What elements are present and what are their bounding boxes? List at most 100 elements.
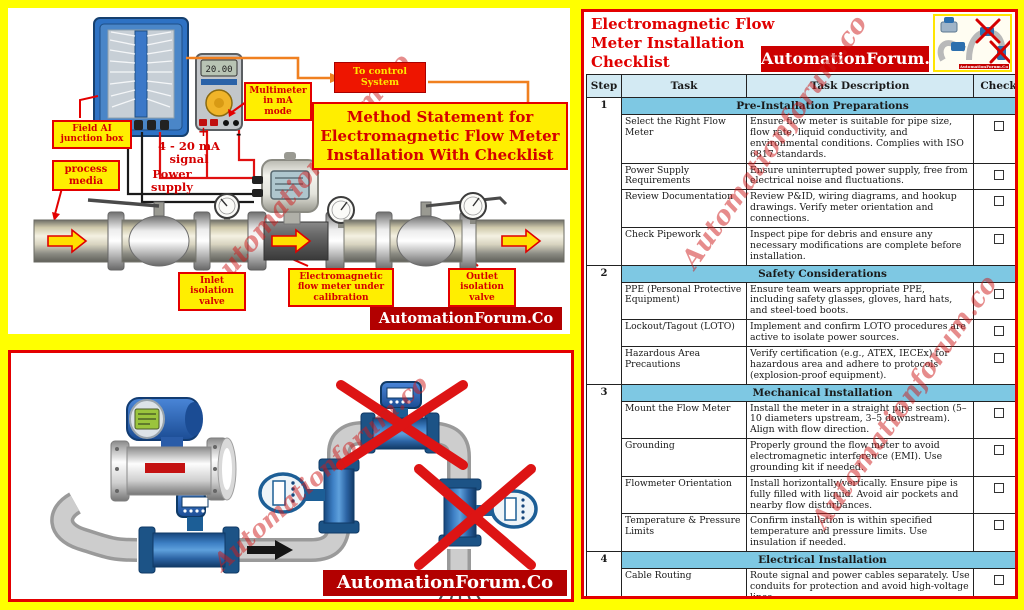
check-cell — [973, 281, 1015, 321]
section-title-cell: Safety Considerations — [621, 264, 1015, 283]
multimeter: 20.00 — [195, 53, 243, 131]
step-cell: 2 — [586, 264, 622, 385]
section-title-cell: Mechanical Installation — [621, 383, 1015, 402]
checkbox[interactable] — [993, 121, 1004, 131]
check-cell — [973, 513, 1015, 552]
col-task: Task — [621, 74, 747, 98]
logo: AutomationForum.Co — [933, 14, 1012, 72]
pressure-gauge-inlet — [214, 193, 240, 224]
checkbox[interactable] — [993, 482, 1004, 493]
inlet-isolation-valve — [87, 198, 211, 271]
flow-direction-arrows — [47, 228, 542, 254]
checkbox[interactable] — [993, 445, 1004, 456]
col-description: Task Description — [746, 74, 974, 98]
brand-banner-top: AutomationForum.Co — [370, 307, 562, 330]
check-cell — [973, 162, 1015, 191]
to-control-system-label: To control System — [334, 62, 426, 93]
svg-text:20.00: 20.00 — [205, 65, 232, 75]
flow-meter-photo — [110, 397, 237, 502]
desc-cell: Confirm installation is within specified… — [746, 513, 974, 552]
check-cell — [973, 319, 1015, 347]
checkbox[interactable] — [993, 407, 1004, 418]
step-cell: 4 — [586, 550, 622, 596]
task-cell: PPE (Personal Protective Equipment) — [621, 281, 747, 321]
checkbox[interactable] — [993, 288, 1004, 299]
checkbox[interactable] — [993, 520, 1004, 531]
checkbox[interactable] — [993, 575, 1004, 585]
minus-symbol: - — [236, 127, 242, 142]
installation-diagram: 20.00 — [33, 17, 566, 271]
inlet-valve-label: Inlet isolation valve — [178, 272, 246, 312]
task-cell: Temperature & Pressure Limits — [621, 513, 747, 552]
checkbox[interactable] — [993, 326, 1004, 337]
plus-symbol: + — [198, 125, 209, 140]
brand-banner-bottom: AutomationForum.Co — [323, 570, 567, 596]
pointer-arrow — [228, 109, 236, 117]
check-cell — [973, 438, 1015, 477]
task-row: PPE (Personal Protective Equipment)Ensur… — [587, 281, 1015, 321]
desc-cell: Verify certification (e.g., ATEX, IECEx)… — [746, 345, 974, 385]
section-title-cell: Pre-Installation Preparations — [621, 97, 1015, 115]
checkbox[interactable] — [993, 352, 1004, 363]
check-cell — [973, 114, 1015, 164]
correct-vertical-meter — [258, 458, 360, 534]
red-x-discharge — [414, 464, 536, 570]
outlet-isolation-valve — [375, 196, 508, 271]
signal-wires — [158, 130, 256, 180]
desc-cell: Ensure team wears appropriate PPE, inclu… — [746, 281, 974, 321]
logo-brand-tag: AutomationForum.Co — [958, 64, 1009, 69]
brand-box: AutomationForum.Co — [761, 46, 953, 72]
checkbox[interactable] — [993, 233, 1004, 244]
process-media-label: process media — [52, 160, 120, 191]
method-statement-panel: 20.00 — [8, 8, 570, 334]
junction-box — [93, 17, 189, 137]
checkbox[interactable] — [993, 196, 1004, 207]
electromagnetic-flow-meter — [247, 152, 345, 271]
task-cell: Cable Routing — [621, 568, 747, 596]
task-cell: Grounding — [621, 438, 747, 477]
correct-horizontal-meter — [138, 490, 240, 574]
logo-diagram — [937, 17, 1012, 64]
col-step: Step — [586, 74, 622, 98]
task-cell: Power Supply Requirements — [621, 162, 747, 191]
pipe-spool — [209, 219, 251, 263]
checkbox[interactable] — [993, 169, 1004, 180]
pointer-arrow — [52, 212, 60, 221]
desc-cell: Route signal and power cables separately… — [746, 568, 974, 596]
red-x-high-point — [336, 380, 468, 470]
check-cell — [973, 345, 1015, 385]
task-cell: Check Pipework — [621, 226, 747, 266]
terminal-wires — [109, 31, 173, 108]
task-cell: Flowmeter Orientation — [621, 475, 747, 515]
checklist-title: Electromagnetic Flow Meter Installation … — [591, 15, 775, 71]
checklist-panel: Electromagnetic Flow Meter Installation … — [581, 9, 1018, 599]
desc-cell: Install horizontally/vertically. Ensure … — [746, 475, 974, 515]
check-cell — [973, 226, 1015, 266]
orientation-diagram — [50, 380, 538, 599]
task-cell: Lockout/Tagout (LOTO) — [621, 319, 747, 347]
signal-label: 4 - 20 mA signal — [158, 139, 220, 166]
step-cell: 3 — [586, 383, 622, 552]
multimeter-label: Multimeter in mA mode — [244, 82, 312, 122]
task-cell: Review Documentation — [621, 189, 747, 228]
step-cell: 1 — [586, 97, 622, 266]
column-header-row: Step Task Task Description Check — [586, 74, 1015, 98]
pressure-gauge-meter — [327, 196, 355, 228]
task-row: Lockout/Tagout (LOTO)Implement and confi… — [587, 319, 1015, 347]
field-junction-box-label: Field AI junction box — [52, 120, 132, 149]
check-cell — [973, 189, 1015, 228]
